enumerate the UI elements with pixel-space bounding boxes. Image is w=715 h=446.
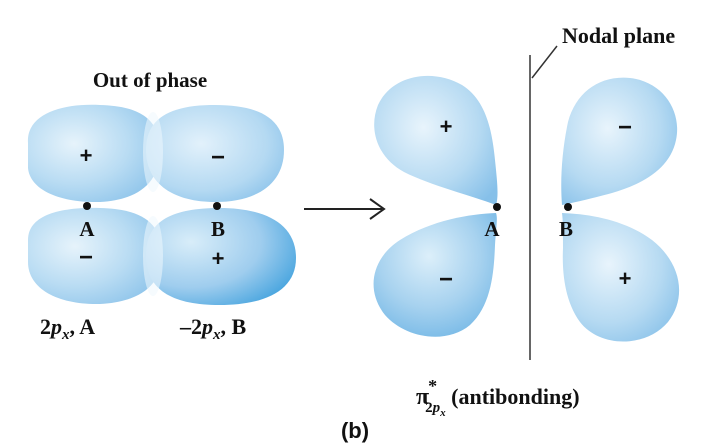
right-lobe-a-bottom — [373, 213, 497, 337]
panel-label: (b) — [341, 418, 369, 443]
out-of-phase-title: Out of phase — [93, 68, 207, 92]
left-lobe-b-top — [146, 104, 284, 202]
left-overlap-bottom — [143, 216, 163, 296]
right-atom-a-label: A — [484, 217, 500, 241]
left-b-bottom-sign: + — [212, 246, 225, 271]
right-lobe-b-top — [561, 77, 678, 205]
nodal-plane-leader — [531, 45, 558, 79]
nodal-plane-label: Nodal plane — [562, 23, 675, 48]
left-nucleus-b — [213, 202, 221, 210]
right-b-top-sign: − — [618, 114, 632, 141]
left-overlap-top — [143, 112, 163, 192]
left-lobe-b-bottom — [146, 207, 296, 306]
right-nucleus-b — [564, 203, 572, 211]
antibonding-caption: π*2px (antibonding) — [416, 376, 580, 419]
right-a-top-sign: + — [440, 114, 453, 139]
left-lobe-a-bottom — [28, 207, 162, 305]
left-b-top-sign: − — [211, 144, 225, 171]
left-a-top-sign: + — [80, 143, 93, 168]
right-lobe-b-bottom — [562, 213, 680, 342]
right-lobe-a-top — [374, 75, 498, 205]
left-lobe-a-top — [27, 104, 160, 203]
left-atom-b-label: B — [211, 217, 225, 241]
right-nucleus-a — [493, 203, 501, 211]
left-atom-a-label: A — [79, 217, 95, 241]
right-atom-b-label: B — [559, 217, 573, 241]
right-a-bottom-sign: − — [439, 266, 453, 293]
right-b-bottom-sign: + — [619, 266, 632, 291]
caption-neg-2px-b: –2px, B — [179, 314, 247, 343]
reaction-arrow — [304, 198, 386, 220]
left-nucleus-a — [83, 202, 91, 210]
left-a-bottom-sign: − — [79, 244, 93, 271]
caption-2px-a: 2px, A — [40, 314, 95, 343]
